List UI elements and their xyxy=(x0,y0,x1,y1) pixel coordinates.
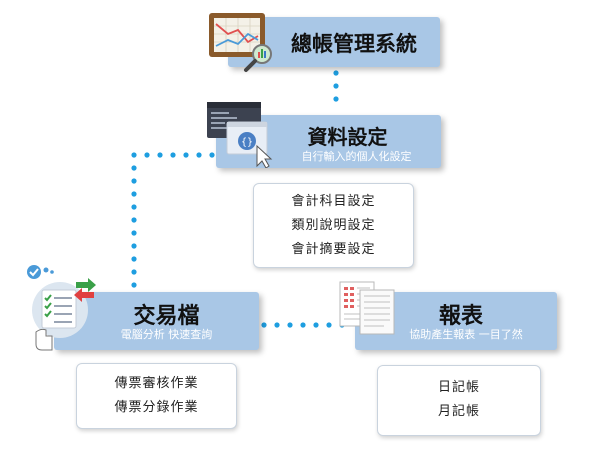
code-window-icon: {} xyxy=(207,102,273,168)
chart-magnifier-icon xyxy=(209,13,272,72)
settings-list: 會計科目設定 類別說明設定 會計摘要設定 xyxy=(253,183,414,268)
report-documents-icon xyxy=(339,281,395,335)
reports-title: 報表 xyxy=(438,303,483,329)
reports-list: 日記帳 月記帳 xyxy=(377,365,541,436)
root-title: 總帳管理系統 xyxy=(291,31,417,56)
list-item: 月記帳 xyxy=(437,404,480,419)
list-item: 傳票審核作業 xyxy=(114,376,199,391)
settings-subtitle: 自行輸入的個人化設定 xyxy=(301,150,412,163)
list-item: 會計科目設定 xyxy=(291,194,376,209)
settings-title: 資料設定 xyxy=(307,125,388,149)
list-item: 會計摘要設定 xyxy=(291,242,376,257)
transactions-title: 交易檔 xyxy=(133,303,200,329)
list-item: 日記帳 xyxy=(437,380,480,395)
transactions-subtitle: 電腦分析 快速查詢 xyxy=(120,328,213,341)
reports-subtitle: 協助產生報表 一目了然 xyxy=(409,328,523,341)
transactions-node: 交易檔 電腦分析 快速查詢 xyxy=(54,292,259,350)
list-item: 傳票分錄作業 xyxy=(114,400,199,415)
transactions-list: 傳票審核作業 傳票分錄作業 xyxy=(76,363,237,429)
list-item: 類別說明設定 xyxy=(291,218,376,233)
svg-text:{}: {} xyxy=(241,137,253,148)
checklist-icon xyxy=(27,265,96,351)
